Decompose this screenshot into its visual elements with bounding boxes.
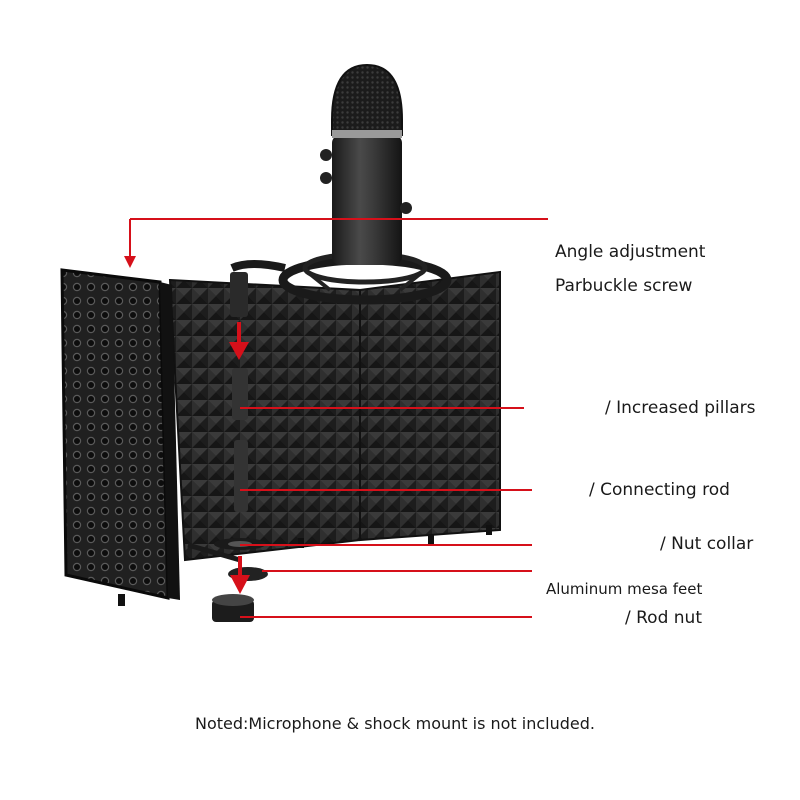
label-connecting-rod: / Connecting rod [589, 480, 730, 500]
center-foam-panel [168, 278, 361, 562]
panel-feet [118, 525, 492, 606]
red-arrow-upper [229, 322, 249, 360]
microphone [320, 63, 412, 265]
label-parbuckle-screw: Parbuckle screw [555, 276, 693, 296]
footnote: Noted:Microphone & shock mount is not in… [195, 714, 595, 733]
leader-line-angle [124, 218, 548, 268]
label-aluminum-mesa-feet: Aluminum mesa feet [546, 580, 703, 598]
label-rod-nut: / Rod nut [625, 608, 702, 628]
label-nut-collar: / Nut collar [660, 534, 754, 554]
label-angle-adjustment: Angle adjustment [555, 242, 706, 262]
label-increased-pillars: / Increased pillars [605, 398, 756, 418]
left-perforated-panel [60, 268, 180, 600]
red-arrow-lower [230, 556, 250, 594]
right-foam-panel [359, 270, 501, 542]
